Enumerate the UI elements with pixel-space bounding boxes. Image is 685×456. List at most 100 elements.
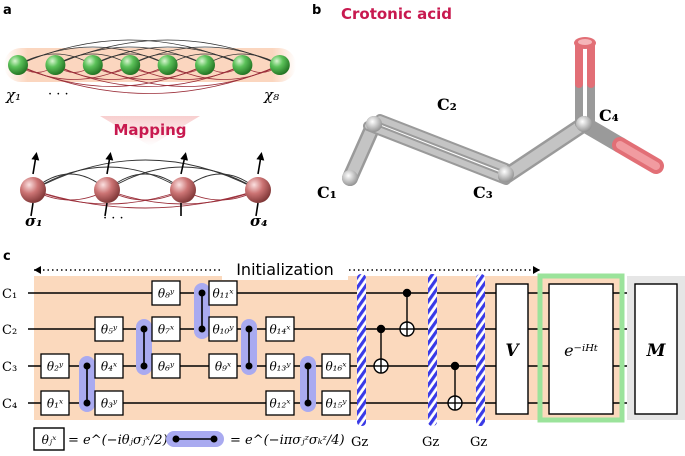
crotonic-acid-molecule: [342, 37, 664, 186]
gate-theta-12: θ₁₂ˣ: [265, 390, 295, 416]
spin-node-3: [170, 177, 196, 203]
gz-label-2: Gz: [422, 435, 439, 450]
measure-label: M: [646, 341, 667, 361]
spin-arc: [32, 159, 259, 191]
spin-node-2: [94, 177, 120, 203]
evolution-border: [537, 273, 625, 423]
atom-c2-label: C₂: [437, 95, 457, 114]
evolution-gate: [548, 283, 614, 415]
molecule-title: Crotonic acid: [341, 5, 452, 23]
spin-arrow: [180, 152, 189, 175]
svg-text:θ₂ʸ: θ₂ʸ: [47, 360, 64, 374]
spin-arc: [32, 189, 184, 205]
green-node-3: [82, 55, 103, 75]
bottom-coupling-network: [32, 159, 259, 209]
gate-theta-13: θ₁₃ʸ: [265, 353, 295, 379]
gate-theta-9: θ₉ˣ: [208, 353, 238, 379]
legend-coupling-equation: = e^(−iπσⱼᶻσₖᶻ/4): [230, 433, 345, 448]
gate-theta-14: θ₁₄ˣ: [265, 316, 295, 342]
span-left-arrow: [34, 266, 41, 274]
top-coupling-network: [17, 39, 281, 94]
green-node-1: [8, 55, 28, 75]
spin-arrow: [31, 152, 40, 175]
coupling-arc: [167, 64, 280, 80]
top-ellipsis: · · ·: [48, 87, 69, 102]
v-gate-label: V: [505, 341, 520, 361]
atom-c4-label: C₄: [599, 106, 619, 125]
gz-stripe-3: [476, 274, 485, 426]
svg-text:θ₁₀ʸ: θ₁₀ʸ: [212, 323, 234, 337]
svg-text:θ₃ʸ: θ₃ʸ: [101, 397, 118, 411]
sigma-first-label: σ₁: [25, 212, 43, 230]
legend-gate-symbol: θⱼˣ: [42, 433, 57, 447]
gate-theta-5: θ₅ʸ: [94, 316, 124, 342]
green-node-4: [120, 55, 141, 75]
green-nodes: [8, 55, 290, 75]
gz-stripe-2: [428, 274, 437, 426]
atom-c3-label: C₃: [473, 183, 493, 202]
legend-gate-equation: = e^(−iθⱼσⱼˣ/2): [68, 433, 168, 448]
svg-text:θ₁₄ˣ: θ₁₄ˣ: [269, 323, 291, 337]
svg-text:θ₁₂ˣ: θ₁₂ˣ: [269, 397, 291, 411]
cnot-c3-c4: [447, 361, 463, 411]
panel-a-label: a: [3, 3, 12, 18]
spin-tail: [30, 202, 34, 217]
spin-tail: [104, 202, 108, 217]
panel-c-label: c: [3, 249, 11, 264]
spin-node-4: [245, 177, 271, 203]
coupling-arc: [130, 46, 280, 66]
svg-text:θ₁₅ʸ: θ₁₅ʸ: [325, 397, 347, 411]
v-gate: [495, 283, 529, 415]
measure-gate: [634, 283, 678, 415]
gate-theta-10: θ₁₀ʸ: [208, 316, 238, 342]
gz-stripe-1: [357, 274, 366, 426]
svg-text:θ₈ʸ: θ₈ʸ: [158, 287, 175, 301]
gate-theta-2: θ₂ʸ: [40, 353, 70, 379]
gate-theta-1: θ₁ˣ: [40, 390, 70, 416]
cnot-c1-c2: [399, 288, 415, 337]
svg-text:θ₁₃ʸ: θ₁₃ʸ: [269, 360, 291, 374]
spin-arc: [106, 189, 259, 205]
green-node-8: [269, 55, 290, 75]
mapping-label: Mapping: [113, 121, 186, 139]
svg-text:θ₉ˣ: θ₉ˣ: [215, 360, 232, 374]
chi-first-label: χ₁: [5, 86, 21, 104]
bottom-ellipsis: · · ·: [103, 211, 124, 226]
qubit-label-c1: C₁: [2, 287, 17, 302]
spin-node-1: [20, 177, 46, 203]
gate-theta-8: θ₈ʸ: [151, 280, 181, 306]
green-node-6: [195, 55, 215, 75]
coupling-arc: [130, 64, 243, 80]
gate-theta-16: θ₁₆ˣ: [321, 353, 351, 379]
gate-theta-3: θ₃ʸ: [94, 390, 124, 416]
gate-theta-4: θ₄ˣ: [94, 353, 124, 379]
span-right-arrow: [533, 266, 540, 274]
atom-c1-label: C₁: [317, 183, 337, 202]
svg-text:θ₁ˣ: θ₁ˣ: [47, 397, 64, 411]
coupling-c1-c2: [194, 283, 210, 339]
green-node-2: [45, 55, 66, 75]
svg-text:θ₆ʸ: θ₆ʸ: [158, 360, 175, 374]
qubit-label-c2: C₂: [2, 323, 17, 338]
spin-arrow: [256, 152, 265, 175]
gate-theta-15: θ₁₅ʸ: [321, 390, 351, 416]
initialization-label-bg: [222, 258, 348, 280]
spin-tail: [255, 202, 259, 217]
evolution-label: e⁻ⁱᴴᵗ: [564, 341, 598, 360]
cnot-c2-c3: [373, 324, 389, 374]
mapping-arrow: [100, 116, 200, 146]
svg-text:θ₄ˣ: θ₄ˣ: [101, 360, 118, 374]
gate-theta-6: θ₆ʸ: [151, 353, 181, 379]
chi-last-label: χ₈: [263, 86, 279, 104]
spin-arrow: [105, 152, 114, 175]
cnot-gates: [373, 288, 463, 411]
coupling-c3-c4-b: [300, 356, 316, 412]
gz-label-1: Gz: [351, 435, 368, 450]
initialization-label: Initialization: [236, 260, 334, 279]
coupling-c3-c4-a: [79, 356, 95, 412]
zz-couplings: [79, 283, 316, 412]
gate-theta-7: θ₇ˣ: [151, 316, 181, 342]
svg-text:θ₁₆ˣ: θ₁₆ˣ: [325, 360, 347, 374]
legend: θⱼˣ = e^(−iθⱼσⱼˣ/2) = e^(−iπσⱼᶻσₖᶻ/4): [33, 427, 345, 451]
